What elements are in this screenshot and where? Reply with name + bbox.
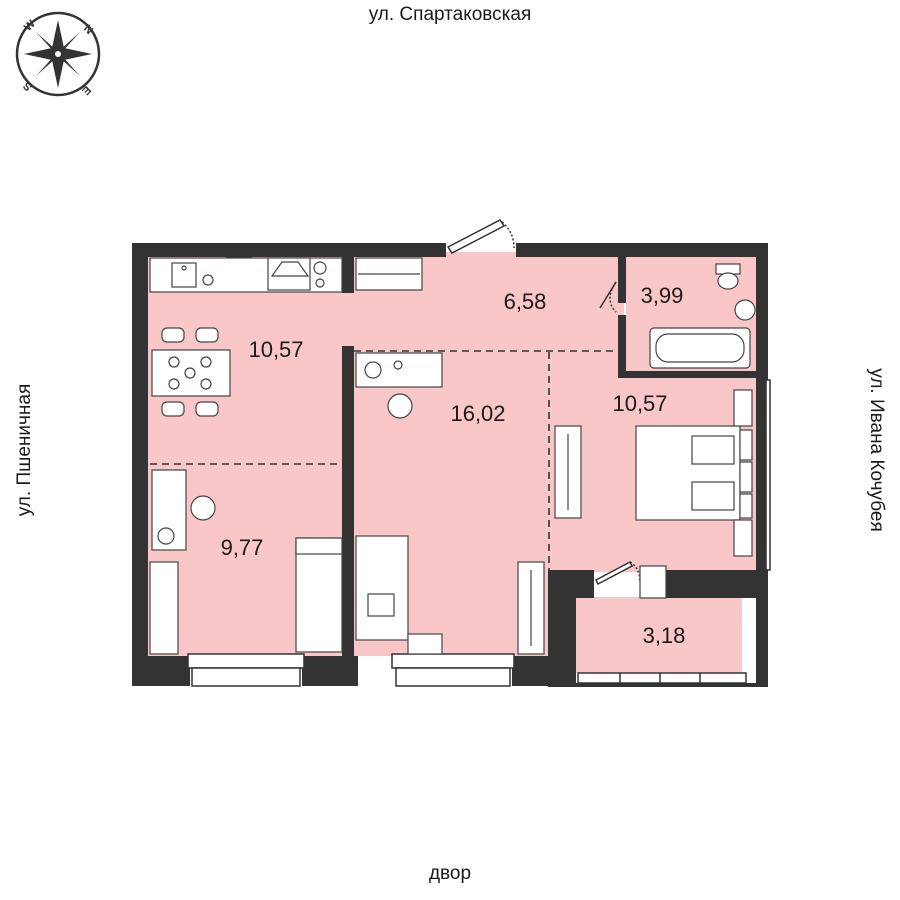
plate-icon-2 bbox=[200, 356, 212, 368]
chair-icon-2 bbox=[195, 327, 219, 343]
furniture bbox=[149, 257, 756, 655]
window-study bbox=[187, 653, 305, 669]
living-pillow bbox=[367, 593, 395, 617]
chair-icon-3 bbox=[161, 401, 185, 417]
balcony-fill bbox=[576, 597, 742, 673]
window-living bbox=[391, 653, 515, 669]
living-fan-icon bbox=[364, 361, 382, 379]
room-area-hall: 6,58 bbox=[503, 289, 547, 314]
wall-top-left bbox=[132, 243, 446, 257]
wall-left bbox=[132, 243, 148, 686]
living-ottoman bbox=[407, 633, 443, 655]
balcony-door-leaf bbox=[595, 560, 633, 586]
burner-icon-1 bbox=[313, 261, 327, 275]
chair-icon-4 bbox=[195, 401, 219, 417]
bathtub-inner-icon bbox=[655, 333, 745, 363]
street-label-bottom: двор bbox=[428, 863, 472, 884]
walls bbox=[132, 243, 768, 687]
plate-icon-1 bbox=[168, 356, 180, 368]
nightstand-1 bbox=[733, 389, 753, 427]
wall-bath-left-lower bbox=[618, 315, 626, 377]
wall-top-right bbox=[516, 243, 768, 257]
lamp-icon bbox=[393, 360, 403, 370]
study-chair-icon bbox=[190, 495, 216, 521]
bedroom-shelf-3 bbox=[739, 493, 753, 519]
window-right-side bbox=[765, 379, 771, 571]
balcony-cabinet bbox=[639, 565, 667, 599]
street-label-top: ул. Спартаковская bbox=[368, 4, 532, 25]
room-area-living: 16,02 bbox=[450, 401, 506, 426]
compass-rose-icon: W N S E bbox=[15, 11, 101, 97]
compass-letter-s: S bbox=[21, 79, 35, 93]
window-balcony bbox=[577, 672, 747, 684]
street-label-left: ул. Пшеничная bbox=[14, 383, 35, 517]
faucet-icon bbox=[181, 265, 187, 271]
compass-letter-e: E bbox=[79, 83, 93, 97]
living-bed bbox=[355, 535, 409, 641]
bed-pillow-2 bbox=[691, 481, 735, 511]
wall-partition-kitchen bbox=[342, 257, 354, 293]
study-shelf bbox=[149, 561, 179, 655]
room-area-study: 9,77 bbox=[220, 535, 264, 560]
living-chair-icon bbox=[387, 393, 413, 419]
street-label-right: ул. Ивана Кочубея bbox=[866, 368, 887, 532]
room-area-bathroom: 3,99 bbox=[640, 283, 684, 308]
windows bbox=[187, 379, 771, 687]
dining-table bbox=[151, 349, 231, 397]
chair-icon-1 bbox=[161, 327, 185, 343]
window-living-inner bbox=[395, 667, 511, 687]
kettle-icon bbox=[202, 274, 214, 286]
room-area-balcony: 3,18 bbox=[642, 623, 686, 648]
bedroom-shelf-2 bbox=[739, 461, 753, 493]
wall-bottom-a bbox=[132, 656, 190, 686]
bath-door-swing bbox=[609, 281, 617, 313]
room-area-kitchen: 10,57 bbox=[248, 337, 304, 362]
hood-icon bbox=[270, 261, 310, 277]
bed-pillow-1 bbox=[691, 435, 735, 465]
wall-balcony-top-b bbox=[664, 570, 768, 598]
wall-partition-living bbox=[342, 346, 354, 656]
entry-door-leaf bbox=[446, 219, 506, 254]
plate-icon-3 bbox=[168, 378, 180, 390]
study-sofa bbox=[295, 537, 343, 653]
study-sofa-arm bbox=[295, 537, 343, 555]
plate-icon-4 bbox=[200, 378, 212, 390]
wall-bath-bottom bbox=[618, 371, 758, 378]
flower-icon bbox=[184, 367, 196, 379]
wall-bath-left bbox=[618, 257, 626, 303]
bedroom-shelf-1 bbox=[739, 429, 753, 461]
desk-fan-icon bbox=[157, 527, 175, 545]
washbasin-icon bbox=[734, 299, 756, 321]
doors bbox=[446, 219, 641, 586]
nightstand-2 bbox=[733, 519, 753, 557]
wall-balcony-bottom bbox=[576, 683, 768, 687]
window-study-inner bbox=[191, 667, 301, 687]
wall-bottom-b bbox=[302, 656, 358, 686]
toilet-bowl-icon bbox=[717, 272, 739, 290]
room-area-bedroom: 10,57 bbox=[612, 391, 668, 416]
zone-boundaries bbox=[150, 350, 618, 570]
burner-icon-2 bbox=[315, 278, 325, 288]
wall-balcony-left bbox=[548, 570, 576, 687]
